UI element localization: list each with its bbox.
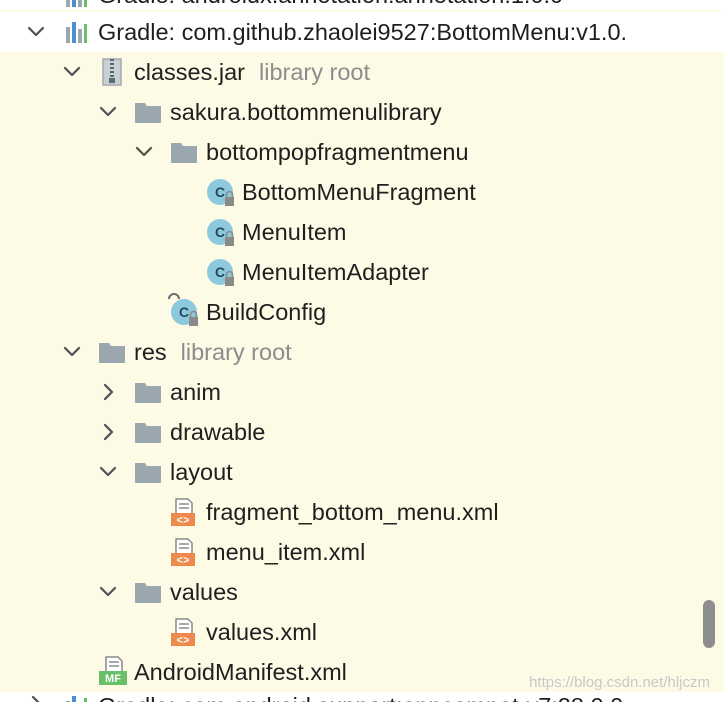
- folder-icon: [98, 340, 126, 364]
- tree-row-bottom-partial[interactable]: Gradle: com.android.support:appcompat-v7…: [0, 692, 724, 702]
- tree-row-class[interactable]: MenuItemAdapter: [0, 252, 724, 292]
- tree-row-classes-jar[interactable]: classes.jar library root: [0, 52, 724, 92]
- xml-file-icon: [170, 498, 198, 528]
- tree-row-values[interactable]: values: [0, 572, 724, 612]
- tree-label-class: MenuItemAdapter: [242, 258, 429, 285]
- library-root-hint: library root: [259, 58, 371, 85]
- tree-label-anim: anim: [170, 378, 221, 405]
- tree-row-layout[interactable]: layout: [0, 452, 724, 492]
- vertical-scrollbar[interactable]: [703, 600, 715, 648]
- chevron-down-icon[interactable]: [98, 462, 118, 482]
- tree-label-subpackage: bottompopfragmentmenu: [206, 138, 469, 165]
- tree-row-manifest[interactable]: AndroidManifest.xml: [0, 652, 724, 692]
- res-name: res: [134, 338, 167, 365]
- tree-label-values: values: [170, 578, 238, 605]
- manifest-file-icon: [98, 656, 128, 686]
- folder-icon: [134, 460, 162, 484]
- chevron-down-icon[interactable]: [26, 22, 46, 42]
- final-marker-icon: [168, 293, 180, 300]
- chevron-down-icon[interactable]: [134, 142, 154, 162]
- tree-row-top-partial[interactable]: Gradle: androidx.annotation:annotation:1…: [0, 0, 724, 10]
- library-icon: [64, 20, 88, 44]
- tree-label-xml-file: menu_item.xml: [206, 538, 366, 565]
- tree-row-class[interactable]: MenuItem: [0, 212, 724, 252]
- watermark: https://blog.csdn.net/hljczm: [529, 674, 710, 691]
- library-icon: [64, 694, 88, 702]
- chevron-right-icon[interactable]: [26, 694, 46, 702]
- folder-icon: [170, 140, 198, 164]
- tree-row-subpackage[interactable]: bottompopfragmentmenu: [0, 132, 724, 172]
- chevron-down-icon[interactable]: [62, 62, 82, 82]
- tree-row-drawable[interactable]: drawable: [0, 412, 724, 452]
- xml-file-icon: [170, 538, 198, 568]
- tree-label-gradle-library: Gradle: com.github.zhaolei9527:BottomMen…: [98, 18, 628, 45]
- library-root-hint: library root: [180, 338, 292, 365]
- tree-label-package: sakura.bottommenulibrary: [170, 98, 442, 125]
- tree-row-package[interactable]: sakura.bottommenulibrary: [0, 92, 724, 132]
- tree-label-xml-file: fragment_bottom_menu.xml: [206, 498, 499, 525]
- chevron-right-icon[interactable]: [98, 422, 118, 442]
- tree-row-gradle-library[interactable]: Gradle: com.github.zhaolei9527:BottomMen…: [0, 12, 724, 52]
- folder-icon: [134, 380, 162, 404]
- class-icon: [206, 218, 236, 248]
- class-icon: [206, 258, 236, 288]
- tree-label-bottom-partial: Gradle: com.android.support:appcompat-v7…: [98, 693, 623, 702]
- chevron-down-icon[interactable]: [98, 102, 118, 122]
- chevron-right-icon[interactable]: [98, 382, 118, 402]
- jar-icon: [100, 58, 124, 86]
- tree-row-res[interactable]: res library root: [0, 332, 724, 372]
- chevron-down-icon[interactable]: [62, 342, 82, 362]
- tree-row-anim[interactable]: anim: [0, 372, 724, 412]
- class-icon: [206, 178, 236, 208]
- chevron-down-icon[interactable]: [98, 582, 118, 602]
- tree-label-manifest: AndroidManifest.xml: [134, 658, 347, 685]
- tree-label-drawable: drawable: [170, 418, 266, 445]
- tree-row-build-config[interactable]: BuildConfig: [0, 292, 724, 332]
- tree-row-xml-file[interactable]: menu_item.xml: [0, 532, 724, 572]
- tree-label-build-config: BuildConfig: [206, 298, 327, 325]
- xml-file-icon: [170, 618, 198, 648]
- tree-label-xml-file: values.xml: [206, 618, 318, 645]
- tree-row-xml-file[interactable]: values.xml: [0, 612, 724, 652]
- folder-icon: [134, 420, 162, 444]
- folder-icon: [134, 100, 162, 124]
- tree-label-class: BottomMenuFragment: [242, 178, 476, 205]
- tree-label-classes-jar: classes.jar library root: [134, 59, 370, 86]
- tree-label-layout: layout: [170, 458, 233, 485]
- jar-name: classes.jar: [134, 58, 246, 85]
- tree-label-class: MenuItem: [242, 218, 347, 245]
- tree-row-xml-file[interactable]: fragment_bottom_menu.xml: [0, 492, 724, 532]
- folder-icon: [134, 580, 162, 604]
- library-icon: [64, 0, 88, 8]
- tree-label-res: res library root: [134, 339, 292, 366]
- tree-row-class[interactable]: BottomMenuFragment: [0, 172, 724, 212]
- tree-label-top-partial: Gradle: androidx.annotation:annotation:1…: [98, 0, 563, 9]
